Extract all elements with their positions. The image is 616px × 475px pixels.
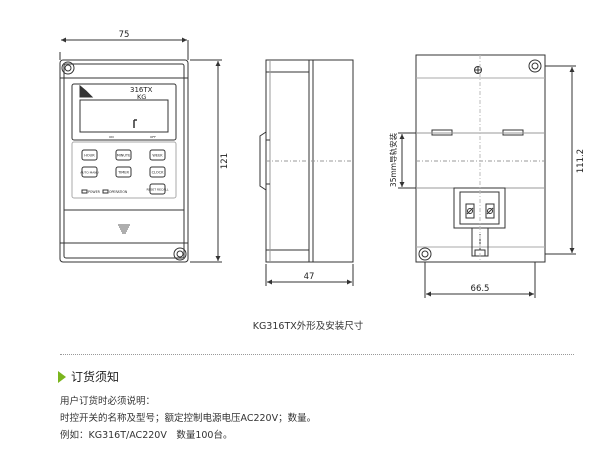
btn-clock-label: CLOCK — [152, 171, 164, 175]
model-label: 316TX — [130, 86, 153, 94]
back-body — [415, 54, 546, 263]
btn-reset-recall-label: RESET RECALL — [146, 188, 168, 192]
btn-hour — [81, 149, 98, 161]
back-mounting-hole-top — [528, 59, 542, 73]
btn-week — [149, 149, 166, 161]
side-depth-dim: 47 — [304, 272, 315, 282]
order-note-line: 时控开关的名称及型号；额定控制电源电压AC220V；数量。 — [60, 413, 317, 424]
order-note-line: 例如：KG316T/AC220V 数量100台。 — [60, 430, 233, 441]
section-divider — [60, 354, 574, 355]
off-label: OFF — [150, 135, 156, 139]
power-label: POWER — [88, 190, 101, 194]
lcd-screen — [79, 99, 169, 133]
section-title: 订货须知 — [71, 370, 120, 384]
btn-timer — [115, 166, 132, 178]
front-width-dim: 75 — [119, 30, 130, 40]
btn-auto-manu-label: AUTO MANU — [80, 171, 98, 175]
front-mounting-hole-top — [61, 61, 75, 75]
back-view — [398, 54, 576, 298]
front-body — [59, 59, 189, 263]
power-led — [81, 189, 88, 194]
btn-timer-label: TIMER — [117, 171, 129, 175]
btn-reset-recall — [149, 183, 166, 195]
front-mounting-hole-bottom — [173, 247, 187, 261]
back-width-dim: 66.5 — [471, 284, 490, 294]
dimension-drawing: 75 121 316TX KG ON OFF HOUR MINUTE WEEK … — [59, 30, 586, 298]
side-view — [259, 59, 354, 286]
figure-caption: KG316TX外形及安装尺寸 — [252, 321, 364, 332]
order-note-line: 用户订货时必须说明： — [60, 396, 156, 407]
btn-auto-manu — [81, 166, 98, 178]
btn-week-label: WEEK — [152, 154, 163, 158]
btn-clock — [149, 166, 166, 178]
operation-led — [102, 189, 109, 194]
btn-hour-label: HOUR — [84, 154, 95, 158]
on-label: ON — [109, 135, 114, 139]
cover-latch — [118, 224, 130, 234]
back-height-dim: 111.2 — [576, 149, 586, 173]
back-mounting-hole-bottom — [418, 247, 432, 261]
btn-minute — [115, 149, 132, 161]
section-header: 订货须知 — [58, 368, 119, 385]
btn-minute-label: MINUTE — [117, 154, 131, 158]
front-view — [59, 37, 222, 263]
lcd-frame — [71, 83, 177, 141]
operation-label: OPERATION — [109, 190, 128, 194]
button-grid — [81, 149, 166, 195]
sub-model-label: KG — [137, 93, 146, 101]
front-height-dim: 121 — [220, 153, 230, 169]
triangle-bullet-icon — [58, 370, 66, 383]
brand-logo — [79, 84, 94, 98]
order-notes: 用户订货时必须说明： 时控开关的名称及型号；额定控制电源电压AC220V；数量。… — [60, 393, 316, 444]
rail-mount-label: 35mm导轨安装 — [388, 132, 398, 187]
